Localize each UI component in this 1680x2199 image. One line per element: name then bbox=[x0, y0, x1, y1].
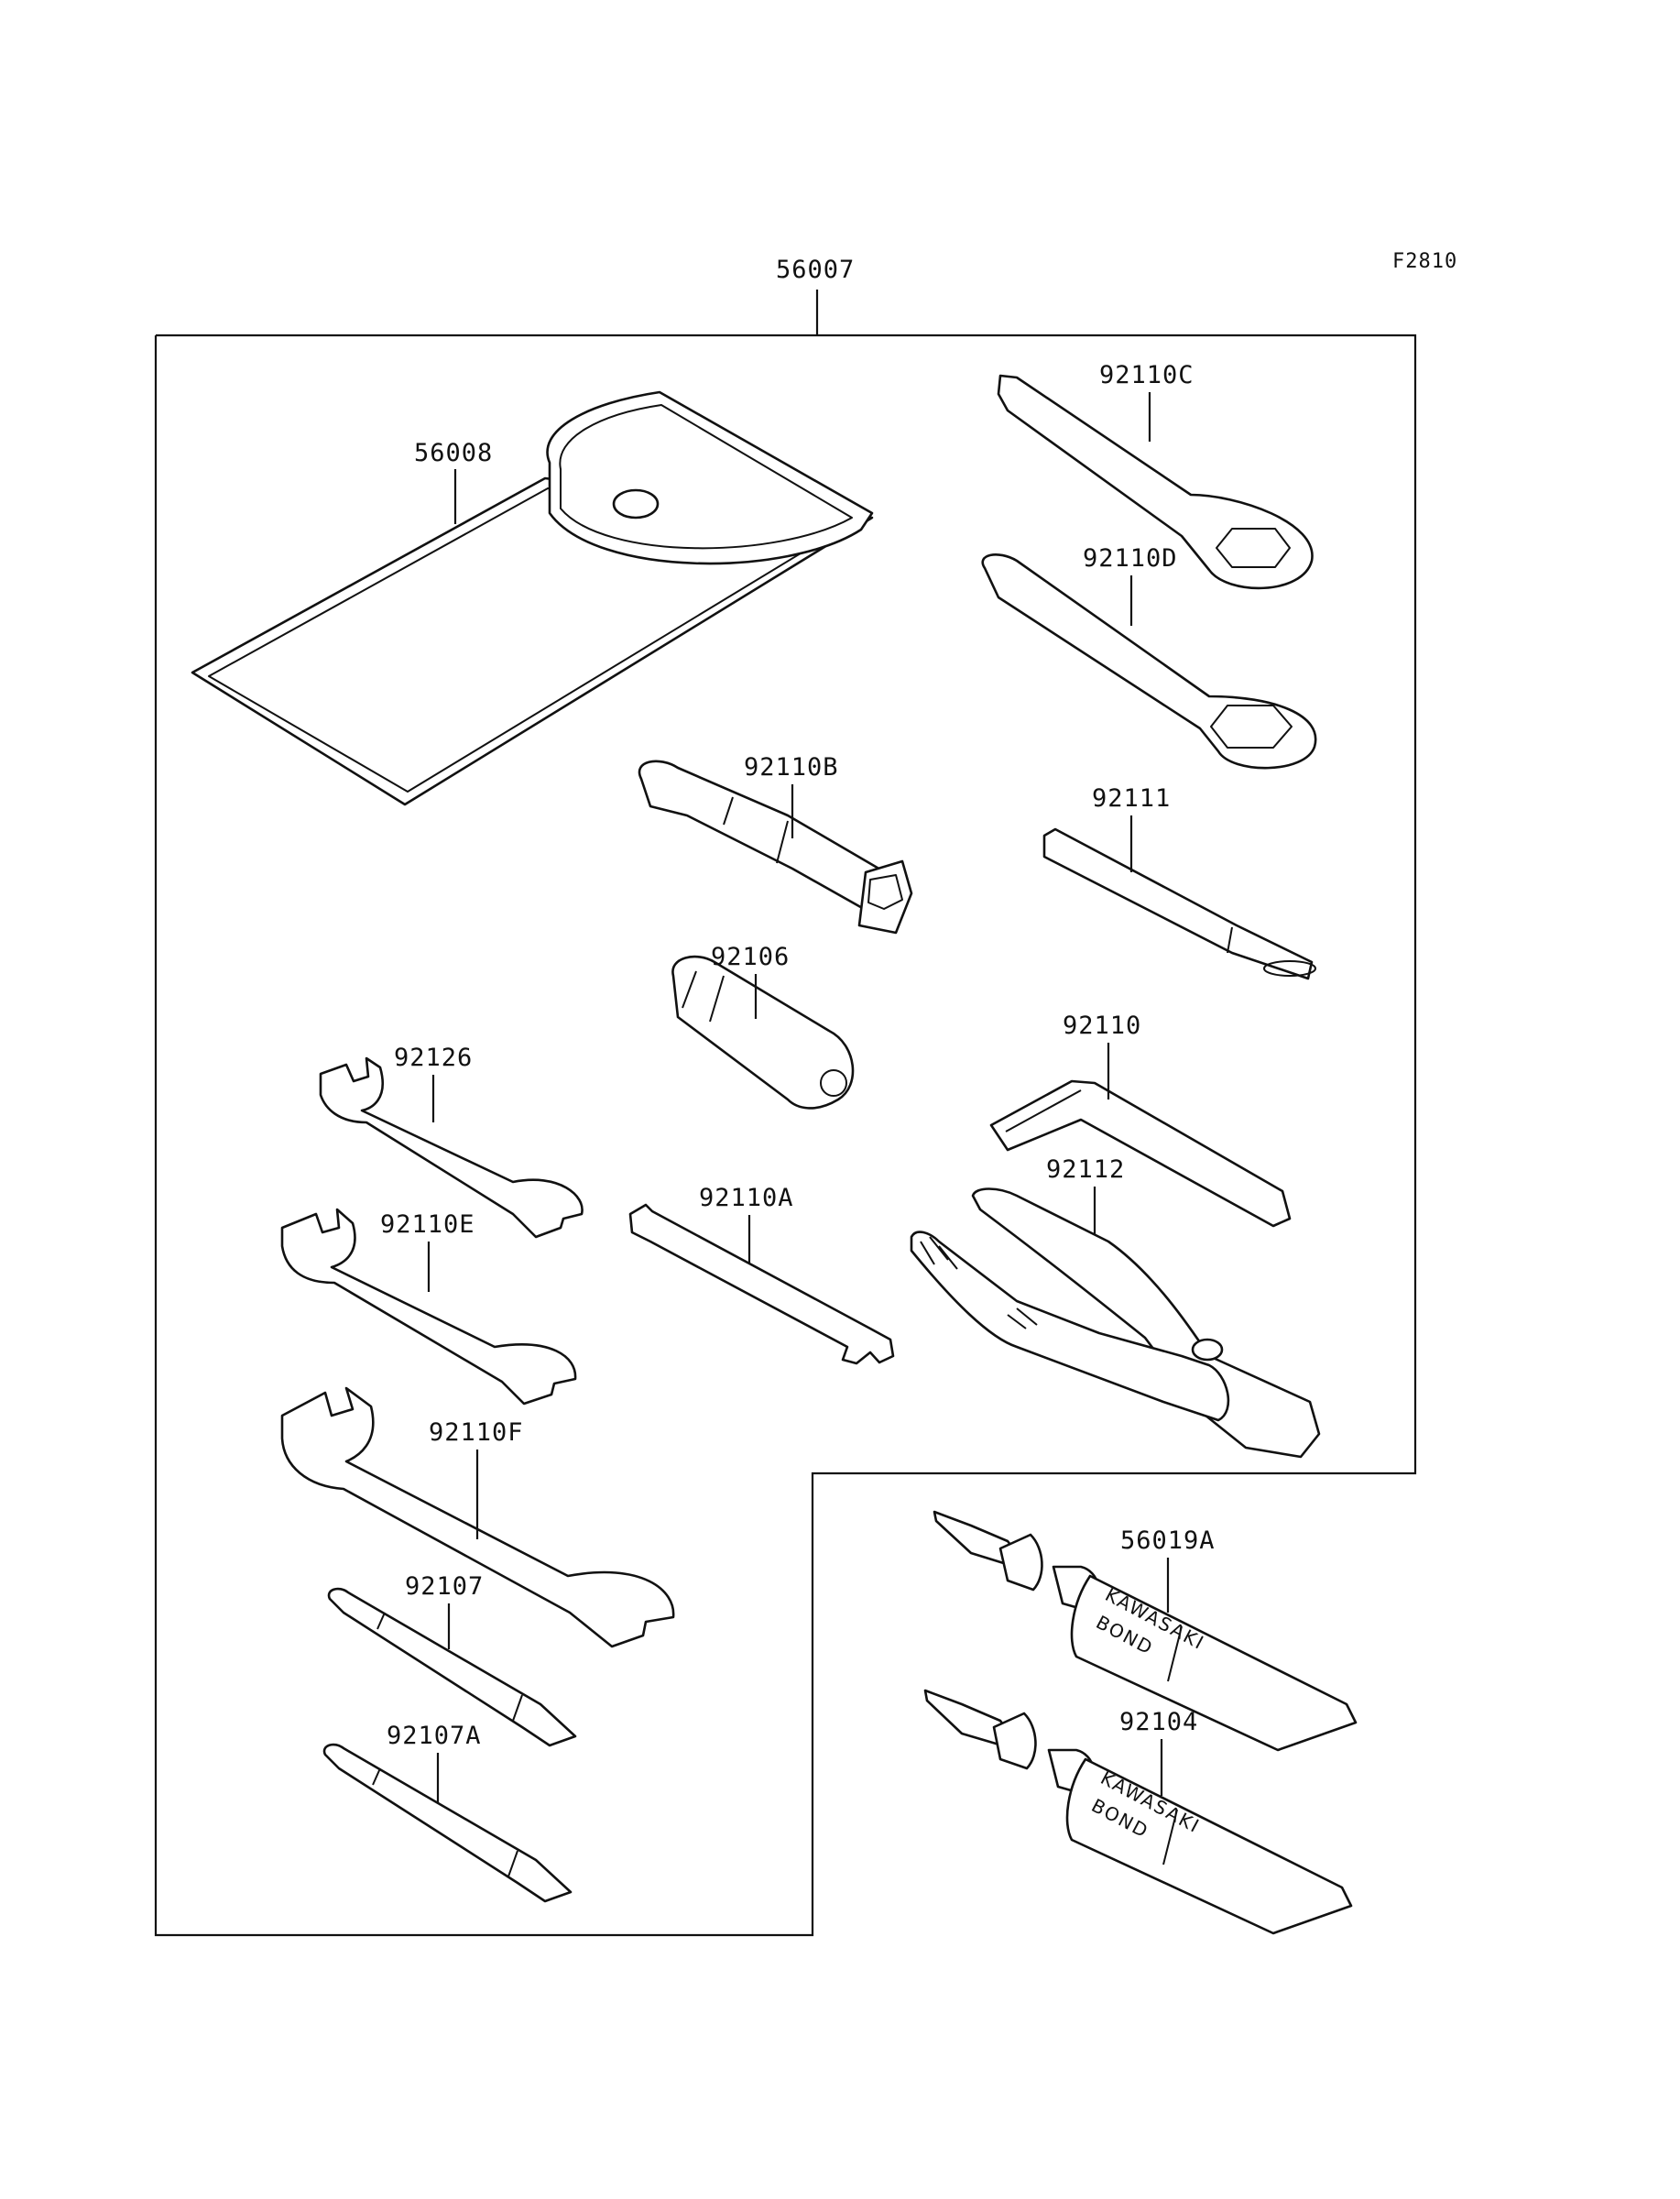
extension-bar-92111 bbox=[1042, 827, 1316, 980]
box-wrench-92110c bbox=[997, 374, 1314, 590]
pliers-92112 bbox=[910, 1187, 1321, 1459]
assembly-label: 56007 bbox=[776, 256, 855, 284]
label-92107: 92107 bbox=[405, 1572, 484, 1601]
label-92110f: 92110F bbox=[429, 1418, 524, 1447]
label-92126: 92126 bbox=[394, 1044, 473, 1072]
tool-pouch bbox=[191, 390, 874, 806]
figure-code: F2810 bbox=[1392, 250, 1457, 273]
box-wrench-92110d bbox=[981, 553, 1317, 770]
label-56008: 56008 bbox=[414, 439, 493, 467]
screwdriver-92107 bbox=[327, 1587, 577, 1747]
label-92107a: 92107A bbox=[387, 1722, 482, 1750]
label-92110b: 92110B bbox=[744, 753, 839, 782]
label-92104: 92104 bbox=[1119, 1708, 1198, 1736]
snap-button-icon bbox=[612, 488, 660, 520]
label-56019a: 56019A bbox=[1120, 1526, 1216, 1555]
label-92110: 92110 bbox=[1063, 1012, 1141, 1040]
open-wrench-92110f bbox=[280, 1386, 675, 1648]
label-92111: 92111 bbox=[1092, 784, 1171, 813]
open-wrench-92126 bbox=[319, 1056, 584, 1239]
open-wrench-92110e bbox=[280, 1208, 577, 1406]
screwdriver-92107a bbox=[322, 1743, 573, 1903]
label-92112: 92112 bbox=[1046, 1155, 1125, 1184]
hex-key-92110 bbox=[989, 1079, 1292, 1228]
label-92110c: 92110C bbox=[1099, 361, 1195, 389]
label-92110a: 92110A bbox=[699, 1184, 794, 1212]
plug-socket-92110b bbox=[638, 760, 913, 935]
label-92110e: 92110E bbox=[380, 1210, 475, 1239]
label-92110d: 92110D bbox=[1083, 544, 1178, 573]
spanner-92110a bbox=[628, 1203, 895, 1365]
label-92106: 92106 bbox=[711, 943, 790, 971]
assembly-bracket bbox=[154, 334, 1417, 1937]
socket-92106 bbox=[671, 955, 855, 1110]
bond-tube-56019a: KAWASAKI BOND bbox=[933, 1510, 1358, 1752]
